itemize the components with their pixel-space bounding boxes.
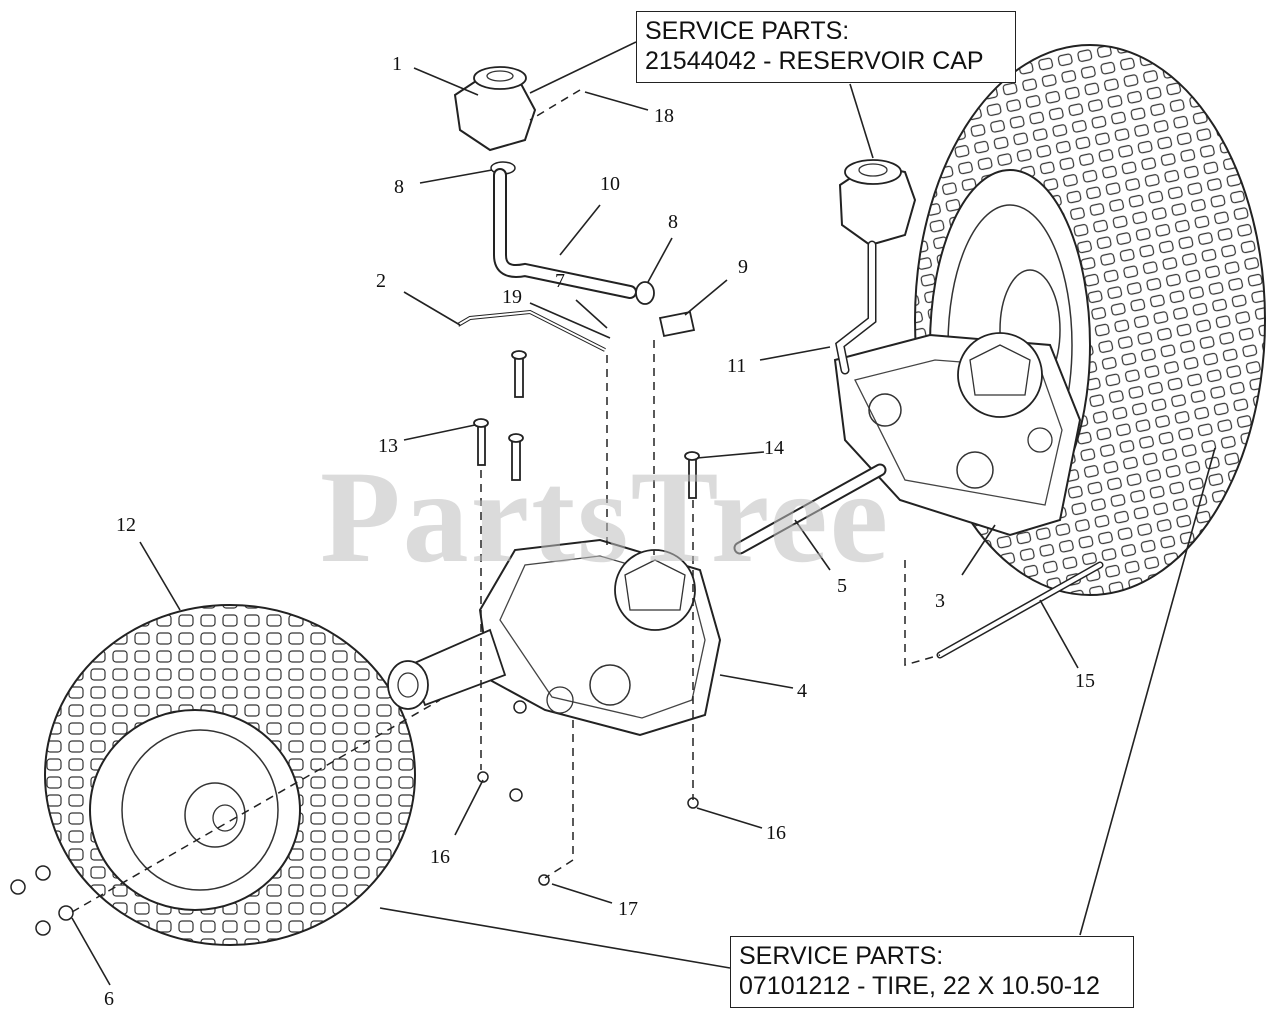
service-parts-line: 07101212 - TIRE, 22 X 10.50-12 bbox=[739, 972, 1100, 1000]
leader-lines bbox=[71, 41, 1216, 986]
callout-3: 3 bbox=[935, 590, 945, 612]
callout-10: 10 bbox=[600, 173, 620, 195]
service-parts-heading: SERVICE PARTS: bbox=[739, 942, 944, 970]
service-parts-reservoir-cap: SERVICE PARTS: 21544042 - RESERVOIR CAP bbox=[636, 11, 1016, 83]
callout-7: 7 bbox=[555, 270, 565, 292]
callout-13: 13 bbox=[378, 435, 398, 457]
callout-6: 6 bbox=[104, 988, 114, 1010]
callout-19: 19 bbox=[502, 286, 522, 308]
hose-clamp bbox=[635, 281, 655, 305]
callout-9: 9 bbox=[738, 256, 748, 278]
callout-8: 8 bbox=[668, 211, 678, 233]
right-transaxle bbox=[833, 332, 1082, 537]
callout-16-right: 16 bbox=[766, 822, 786, 844]
callout-2: 2 bbox=[376, 270, 386, 292]
left-transaxle bbox=[387, 538, 722, 737]
service-parts-line: 21544042 - RESERVOIR CAP bbox=[645, 47, 984, 75]
service-parts-heading: SERVICE PARTS: bbox=[645, 17, 850, 45]
hardware bbox=[10, 700, 699, 936]
callout-16-left: 16 bbox=[430, 846, 450, 868]
callout-11: 11 bbox=[727, 355, 747, 377]
assembly-lines bbox=[71, 89, 941, 913]
left-reservoir bbox=[453, 66, 537, 175]
callout-8-top: 8 bbox=[394, 176, 404, 198]
callout-12: 12 bbox=[116, 514, 136, 536]
bolts bbox=[473, 350, 700, 499]
right-reservoir bbox=[835, 159, 917, 375]
callout-5: 5 bbox=[837, 575, 847, 597]
service-parts-tire: SERVICE PARTS: 07101212 - TIRE, 22 X 10.… bbox=[730, 936, 1134, 1008]
callout-1: 1 bbox=[392, 53, 402, 75]
callout-15: 15 bbox=[1075, 670, 1095, 692]
callout-14: 14 bbox=[764, 437, 784, 459]
callout-18: 18 bbox=[654, 105, 674, 127]
fitting bbox=[658, 310, 696, 338]
callout-4: 4 bbox=[797, 680, 807, 702]
callout-17: 17 bbox=[618, 898, 638, 920]
left-tire bbox=[44, 604, 416, 946]
